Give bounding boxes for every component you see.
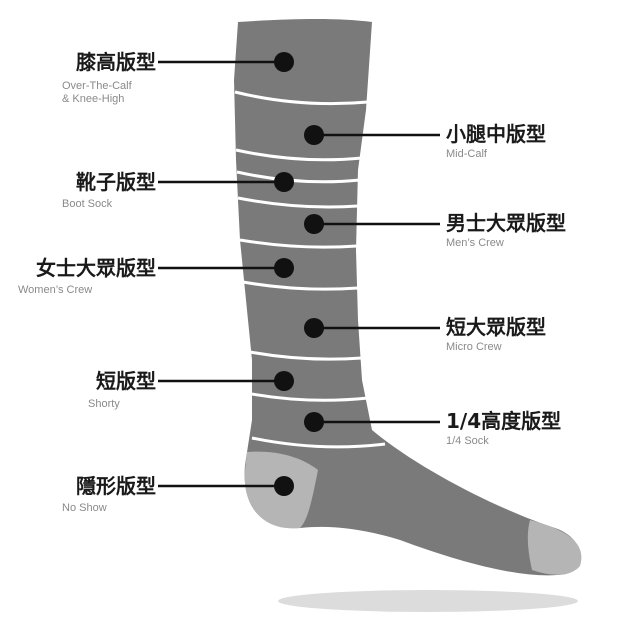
- dot-mid-calf: [304, 125, 324, 145]
- dot-shorty: [274, 371, 294, 391]
- dot-boot-sock: [274, 172, 294, 192]
- label-zh: 1/4高度版型: [446, 409, 562, 433]
- leader-lines: [158, 60, 440, 488]
- label-en: Mid-Calf: [446, 148, 487, 160]
- label-zh: 靴子版型: [76, 170, 156, 194]
- sock-body: [234, 19, 581, 576]
- dot-knee-high: [274, 52, 294, 72]
- band-line: [249, 350, 363, 361]
- label-zh: 短版型: [96, 369, 156, 393]
- label-mens-crew: 男士大眾版型 Men’s Crew: [446, 213, 566, 249]
- label-zh: 小腿中版型: [446, 122, 546, 146]
- label-en: Shorty: [88, 398, 120, 410]
- label-zh: 男士大眾版型: [446, 211, 566, 235]
- band-line: [234, 90, 369, 106]
- label-quarter-sock: 1/4高度版型 1/4 Sock: [446, 411, 561, 447]
- label-zh: 隱形版型: [76, 474, 156, 498]
- label-micro-crew: 短大眾版型 Micro Crew: [446, 317, 546, 353]
- dot-mens-crew: [304, 214, 324, 234]
- label-zh: 短大眾版型: [446, 315, 546, 339]
- band-line: [237, 196, 359, 209]
- dots: [274, 52, 324, 496]
- dot-no-show: [274, 476, 294, 496]
- dot-quarter-sock: [304, 412, 324, 432]
- label-en: & Knee-High: [62, 93, 125, 106]
- band-lines: [234, 90, 386, 449]
- band-line: [251, 392, 369, 402]
- label-no-show-en: No Show: [62, 502, 107, 514]
- label-boot-sock-en: Boot Sock: [62, 198, 112, 210]
- band-line: [251, 436, 386, 449]
- band-line: [236, 170, 361, 184]
- band-line: [239, 238, 358, 249]
- label-shorty-en: Shorty: [88, 398, 120, 410]
- label-mid-calf: 小腿中版型 Mid-Calf: [446, 124, 546, 160]
- label-no-show: 隱形版型: [76, 476, 156, 496]
- band-line: [242, 280, 359, 291]
- label-en: Boot Sock: [62, 198, 113, 210]
- sock-toe: [527, 520, 582, 575]
- label-en: No Show: [62, 502, 107, 514]
- label-boot-sock: 靴子版型: [76, 172, 156, 192]
- band-line: [235, 148, 363, 162]
- label-knee-high: 膝高版型: [76, 52, 156, 72]
- label-en: Over-The-Calf: [62, 80, 132, 92]
- label-zh: 女士大眾版型: [36, 256, 156, 280]
- label-en: 1/4 Sock: [446, 435, 489, 447]
- label-knee-high-en: Over-The-Calf & Knee-High: [62, 80, 132, 105]
- label-en: Micro Crew: [446, 341, 502, 353]
- label-en: Women’s Crew: [18, 284, 93, 296]
- label-en: Men’s Crew: [446, 237, 504, 249]
- label-shorty: 短版型: [96, 371, 156, 391]
- label-womens-crew: 女士大眾版型: [36, 258, 156, 278]
- label-zh: 膝高版型: [76, 50, 156, 74]
- label-womens-crew-en: Women’s Crew: [18, 284, 92, 296]
- dot-micro-crew: [304, 318, 324, 338]
- dot-womens-crew: [274, 258, 294, 278]
- floor-shadow: [278, 590, 578, 612]
